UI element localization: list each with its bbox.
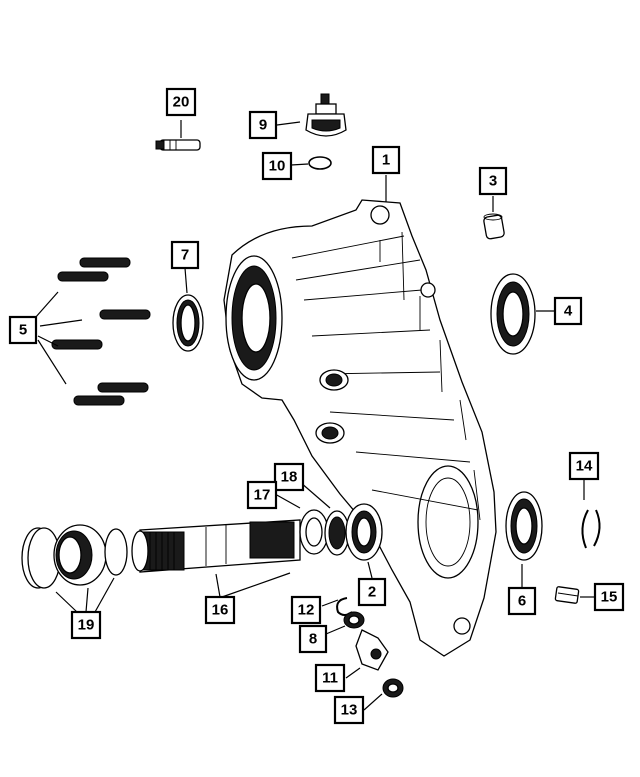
shim-part (554, 586, 580, 604)
callout-16: 16 (204, 595, 236, 625)
callout-18: 18 (273, 462, 305, 492)
svg-text:10: 10 (269, 158, 286, 175)
svg-text:4: 4 (564, 303, 573, 320)
callout-13: 13 (333, 695, 365, 725)
svg-text:5: 5 (19, 322, 27, 339)
shift-lever-part (355, 629, 389, 671)
callout-14: 14 (568, 451, 600, 481)
plug-part (382, 678, 404, 698)
seal-part-7 (172, 294, 204, 352)
svg-text:3: 3 (489, 173, 497, 190)
svg-text:14: 14 (576, 458, 593, 475)
svg-text:2: 2 (368, 584, 376, 601)
callout-17: 17 (246, 480, 278, 510)
callout-20: 20 (165, 87, 197, 117)
o-ring-part (308, 156, 332, 170)
callout-1: 1 (371, 145, 401, 175)
svg-text:15: 15 (601, 589, 618, 606)
washer-part (343, 611, 365, 629)
svg-text:1: 1 (382, 152, 390, 169)
seal-part-4 (490, 273, 536, 355)
svg-text:8: 8 (309, 631, 317, 648)
svg-text:20: 20 (173, 94, 190, 111)
stud (57, 271, 109, 282)
callout-6: 6 (507, 586, 537, 616)
bearing-part-6 (505, 491, 543, 561)
stud (51, 339, 103, 350)
callout-5: 5 (8, 315, 38, 345)
callout-2: 2 (357, 577, 387, 607)
svg-text:11: 11 (322, 670, 338, 687)
leader-lines (34, 120, 595, 711)
callout-12: 12 (290, 595, 322, 625)
stud (79, 257, 131, 268)
callout-4: 4 (553, 296, 583, 326)
svg-text:17: 17 (254, 487, 271, 504)
studs-part (51, 257, 151, 406)
callout-10: 10 (261, 151, 293, 181)
transfer-case-housing-part (223, 199, 497, 657)
svg-text:9: 9 (259, 117, 267, 134)
svg-text:13: 13 (341, 702, 358, 719)
callout-7: 7 (170, 240, 200, 270)
dowel-part (483, 213, 505, 240)
svg-text:18: 18 (281, 469, 298, 486)
callout-11: 11 (314, 663, 346, 693)
vent-fitting-part (155, 139, 201, 151)
svg-text:6: 6 (518, 593, 526, 610)
svg-text:16: 16 (212, 602, 229, 619)
callout-8: 8 (298, 624, 328, 654)
svg-text:7: 7 (181, 247, 189, 264)
svg-text:19: 19 (78, 617, 95, 634)
sensor-switch-part (305, 93, 347, 137)
callout-15: 15 (593, 582, 625, 612)
stud (97, 382, 149, 393)
snap-ring-part (581, 509, 601, 549)
output-shaft-part (131, 519, 301, 573)
stud (99, 309, 151, 320)
spacer-ring-part (299, 509, 329, 555)
boot-seal-assembly-part (21, 524, 128, 589)
callout-19: 19 (70, 610, 102, 640)
stud (73, 395, 125, 406)
svg-text:12: 12 (298, 602, 315, 619)
callout-9: 9 (248, 110, 278, 140)
bearing-part-2 (345, 503, 383, 561)
callout-3: 3 (478, 166, 508, 196)
